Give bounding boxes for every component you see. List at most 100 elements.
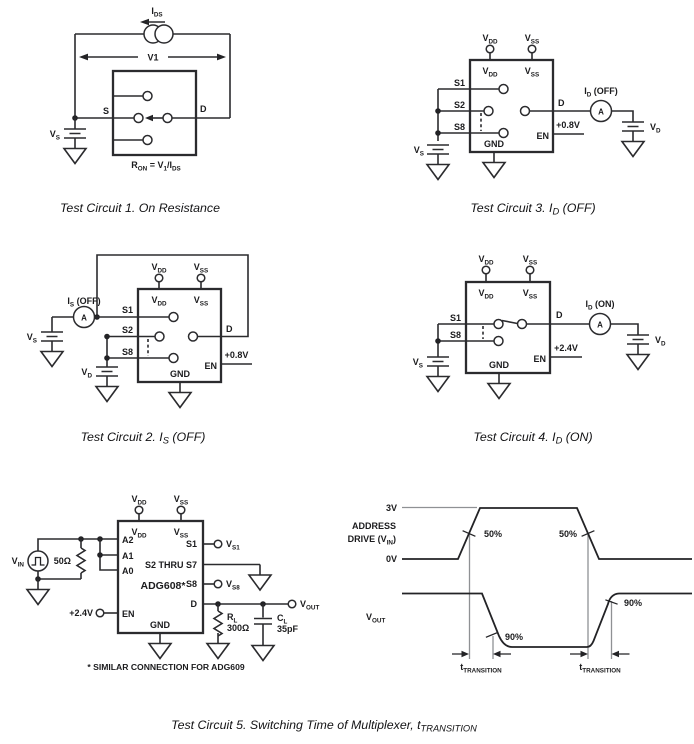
ground-icon xyxy=(482,151,506,179)
vss-inside-label: VSS xyxy=(525,66,539,78)
vdd-inside-label: VDD xyxy=(482,66,498,78)
switch-contact xyxy=(483,105,494,117)
gnd-label: GND xyxy=(484,139,505,149)
timing-reference-lines xyxy=(468,534,613,659)
junction-dot xyxy=(104,333,110,340)
ttransition-label-1: tTRANSITION xyxy=(460,662,502,674)
ttransition-label-2: tTRANSITION xyxy=(579,662,621,674)
en-label: EN xyxy=(536,131,549,141)
battery-icon xyxy=(626,334,650,345)
switch-contact xyxy=(154,331,165,342)
vd-label: VD xyxy=(81,367,92,379)
vs-label: VS xyxy=(414,145,424,157)
s2-thru-s7-label: S2 THRU S7 xyxy=(145,560,197,570)
s8-label: S8 xyxy=(450,330,461,340)
junction-dot xyxy=(435,338,441,344)
vss-inside-label: VSS xyxy=(523,288,537,300)
vs-label: VS xyxy=(27,332,37,344)
wire xyxy=(485,274,531,282)
battery-icon xyxy=(621,121,645,132)
wire xyxy=(74,33,231,118)
s2-label: S2 xyxy=(122,325,133,335)
switch-arrow-icon xyxy=(145,114,153,122)
ground-icon xyxy=(626,343,650,371)
s1-label: S1 xyxy=(454,78,465,88)
switch-contact xyxy=(142,134,153,146)
adg609-note: * SIMILAR CONNECTION FOR ADG609 xyxy=(87,662,244,672)
ground-icon xyxy=(63,137,87,165)
s8-label: S8 xyxy=(122,347,133,357)
en-label: EN xyxy=(204,361,217,371)
drain-pin-label: D xyxy=(200,104,207,114)
current-source-icon xyxy=(143,24,174,44)
vin-label: VIN xyxy=(12,556,25,568)
a2-label: A2 xyxy=(122,535,134,545)
ground-icon xyxy=(621,130,645,158)
battery-icon xyxy=(40,331,64,342)
level-0v-label: 0V xyxy=(386,554,397,564)
en-voltage-label: +0.8V xyxy=(225,350,249,360)
switch-contact xyxy=(493,335,504,347)
terminal-circle xyxy=(525,265,535,275)
vd-label: VD xyxy=(650,122,661,134)
junction-dot xyxy=(435,108,441,114)
rl-value-label: 300Ω xyxy=(227,623,249,633)
pct90-rise-label: 90% xyxy=(624,598,642,608)
vout-label: VOUT xyxy=(300,599,319,611)
terminal-circle xyxy=(485,44,495,54)
vout-axis-label: VOUT xyxy=(366,612,385,624)
vdd-inside-label: VDD xyxy=(478,288,494,300)
switch-contact xyxy=(168,352,179,364)
ron-formula-label: RON = V1/IDS xyxy=(131,160,181,172)
vd-label: VD xyxy=(655,335,666,347)
wire xyxy=(611,110,634,122)
arrowhead xyxy=(79,53,88,61)
switch-contact xyxy=(142,90,153,102)
terminal-circle xyxy=(134,505,144,515)
terminal-circle xyxy=(196,273,206,283)
switch-contact xyxy=(493,318,504,330)
ground-icon xyxy=(426,153,450,181)
caption-test-circuit-5: Test Circuit 5. Switching Time of Multip… xyxy=(171,718,477,734)
wire xyxy=(158,282,202,289)
level-3v-label: 3V xyxy=(386,503,397,513)
rl-label: RL xyxy=(227,612,238,624)
switching-time-waveform: 3V 0V ADDRESS DRIVE (VIN) 50% 50% 90% 90… xyxy=(348,503,692,674)
vin-trace xyxy=(402,507,692,560)
ground-icon xyxy=(248,563,272,591)
pct50-fall-label: 50% xyxy=(559,529,577,539)
terminal-circle xyxy=(287,599,297,609)
tick-90-rise xyxy=(605,599,618,605)
test-circuit-4: VDD VSS VDD VSS S1 D S8 VS ID (ON) A VD … xyxy=(413,254,666,446)
drain-pin-label: D xyxy=(556,310,563,320)
vdd-inside-label: VDD xyxy=(151,295,167,307)
caption-test-circuit-4: Test Circuit 4. ID (ON) xyxy=(473,430,592,446)
wire xyxy=(489,53,533,60)
ground-icon xyxy=(206,632,230,660)
switch-contact xyxy=(187,331,199,342)
switch-contact xyxy=(133,112,144,124)
battery-icon xyxy=(426,144,450,155)
terminal-circle xyxy=(95,608,105,618)
vdd-inside-label: VDD xyxy=(131,527,147,539)
address-drive-label-line1: ADDRESS xyxy=(352,521,396,531)
terminal-circle xyxy=(154,273,164,283)
switch-contact xyxy=(498,127,509,139)
caption-test-circuit-3: Test Circuit 3. ID (OFF) xyxy=(470,201,595,217)
closed-switch-lever xyxy=(501,319,518,325)
arrowhead xyxy=(493,650,501,658)
en-voltage-label: +2.4V xyxy=(69,608,93,618)
vdd-pin-label: VDD xyxy=(482,33,498,45)
s1-label: S1 xyxy=(450,313,461,323)
vs-label: VS xyxy=(50,129,60,141)
junction-dot xyxy=(97,552,103,558)
junction-dot xyxy=(435,130,441,136)
battery-icon xyxy=(426,356,450,367)
terminal-circle xyxy=(527,44,537,54)
ground-icon xyxy=(40,340,64,368)
s8-label: S8 xyxy=(186,579,197,589)
switch-contact xyxy=(519,105,531,117)
en-voltage-label: +0.8V xyxy=(556,120,580,130)
vdd-pin-label: VDD xyxy=(478,254,494,266)
